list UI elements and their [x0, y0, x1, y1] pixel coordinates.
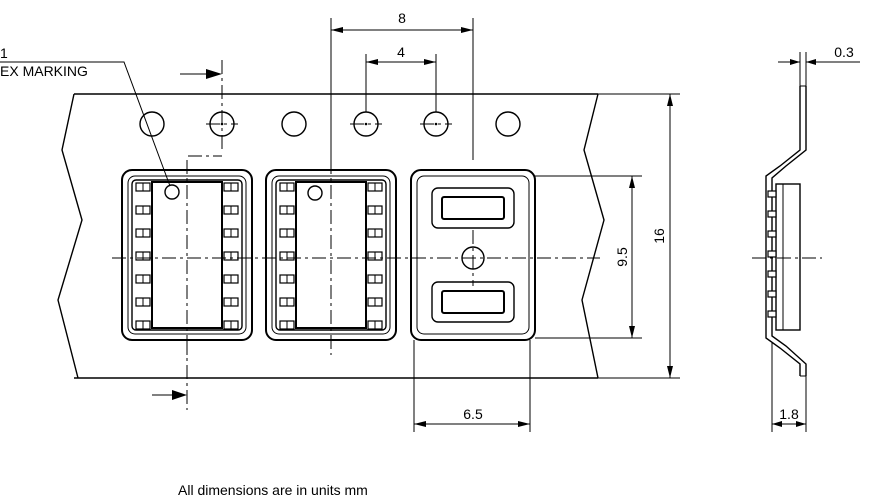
pin1-leader: 1 EX MARKING: [0, 45, 171, 187]
dim-label-8: 8: [398, 10, 406, 26]
dim-label-1-8: 1.8: [779, 406, 799, 422]
side-lead-4: [767, 250, 777, 258]
side-lead-3: [767, 230, 777, 238]
dim-label-6-5: 6.5: [463, 406, 483, 422]
dimension-6-5: 6.5: [413, 340, 531, 432]
units-note: All dimensions are in units mm: [178, 482, 368, 495]
section-arrow-bottom: [172, 390, 187, 400]
side-lead-5: [767, 270, 777, 278]
side-lead-1: [767, 190, 777, 198]
side-lead-6: [767, 290, 777, 298]
dimension-8: 8: [330, 10, 474, 160]
section-line: [152, 60, 223, 410]
sprocket-holes: [139, 111, 521, 137]
sprocket-hole-centerlines: [206, 122, 452, 126]
dimension-16: 16: [598, 93, 680, 379]
dim-label-16: 16: [651, 228, 667, 244]
pocket-centerlines: [112, 160, 600, 355]
side-lead-7: [767, 310, 777, 318]
pin1-label-line1: 1: [0, 45, 8, 61]
dimension-4: 4: [365, 44, 437, 112]
dimension-0-3: 0.3: [778, 44, 860, 86]
carrier-tape-outline: [57, 93, 605, 379]
dim-label-4: 4: [397, 44, 405, 60]
pin1-label-line2: EX MARKING: [0, 63, 88, 79]
side-lead-2: [767, 210, 777, 218]
side-profile-leads: [767, 190, 777, 318]
dimension-9-5: 9.5: [535, 175, 642, 339]
dimension-1-8: 1.8: [771, 342, 807, 432]
pocket-1-pads: [135, 182, 239, 330]
pocket-2-pads: [279, 182, 383, 330]
dim-label-9-5: 9.5: [614, 247, 630, 267]
section-arrow-top: [206, 69, 222, 79]
dim-label-0-3: 0.3: [834, 44, 854, 60]
pocket-3-empty: [410, 169, 536, 341]
